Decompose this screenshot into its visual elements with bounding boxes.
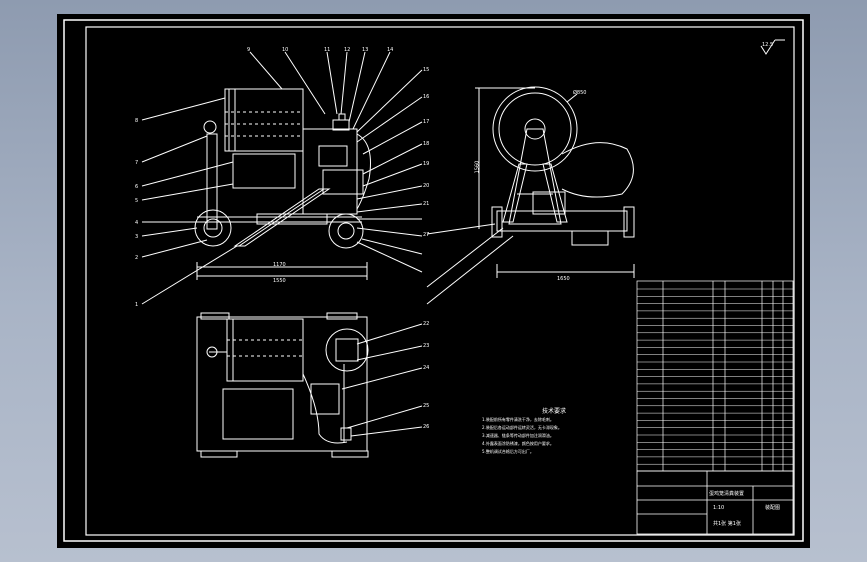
part-number-label: 1: [135, 302, 139, 308]
part-number-label: 9: [247, 47, 251, 53]
part-number-label: 20: [423, 183, 430, 189]
dim-end-height: 1560: [474, 160, 481, 174]
part-number-label: 13: [362, 47, 369, 53]
drawing-name: 蛋鸡笼清粪装置: [709, 491, 745, 497]
part-number-label: 8: [135, 118, 139, 124]
part-number-label: 26: [423, 424, 430, 430]
part-number-label: 22: [423, 321, 430, 327]
part-number-label: 27: [423, 232, 430, 238]
side-view: [141, 51, 423, 305]
bom-rows: [637, 288, 793, 465]
roughness-value: 12.5: [762, 42, 774, 48]
part-number-label: 2: [135, 255, 139, 261]
sheet-count: 共1张 第1张: [713, 521, 741, 527]
plan-view: [196, 312, 423, 458]
dim-end-width: 1650: [557, 276, 570, 282]
end-view: [426, 86, 635, 305]
part-number-label: 4: [135, 220, 139, 226]
part-number-label: 11: [324, 47, 331, 53]
inner-border: [85, 26, 795, 536]
tech-requirements-title: 技术要求: [542, 408, 567, 415]
part-number-label: 25: [423, 403, 430, 409]
title-block: [636, 470, 794, 535]
drawing-type: 装配图: [765, 505, 781, 511]
roughness-symbol: [760, 39, 785, 55]
part-number-label: 3: [135, 234, 139, 240]
part-number-label: 21: [423, 201, 430, 207]
tech-req-3: 3.减速器、链条等传动部件加注润滑油。: [482, 433, 554, 438]
drawing-scale: 1:10: [713, 505, 725, 511]
part-number-label: 7: [135, 160, 139, 166]
dim-drum-diameter: Ø850: [573, 90, 587, 96]
part-number-label: 14: [387, 47, 394, 53]
part-number-label: 23: [423, 343, 430, 349]
part-number-label: 18: [423, 141, 430, 147]
tech-req-4: 4.外露表面涂防锈漆，颜色按用户要求。: [482, 441, 554, 446]
part-number-label: 6: [135, 184, 139, 190]
part-number-label: 16: [423, 94, 430, 100]
engineering-drawing: [63, 19, 804, 542]
tech-requirements: 1.装配前所有零件清洗干净，去除毛刺。 2.装配后各运动部件运转灵活，无卡滞现象…: [482, 416, 562, 456]
part-number-label: 5: [135, 198, 139, 204]
part-number-label: 19: [423, 161, 430, 167]
part-number-label: 15: [423, 67, 430, 73]
part-number-label: 12: [344, 47, 351, 53]
tech-req-5: 5.整机调试合格后方可出厂。: [482, 449, 534, 454]
part-number-label: 17: [423, 119, 430, 125]
outer-border: [63, 19, 804, 542]
part-number-label: 24: [423, 365, 430, 371]
tech-req-1: 1.装配前所有零件清洗干净，去除毛刺。: [482, 417, 554, 422]
dim-base-width: 1550: [273, 278, 286, 284]
dim-overall-width: 1170: [273, 262, 286, 268]
cad-viewport[interactable]: 12.5 1170 1550 1560 1650 Ø850 技术要求 1.装配前…: [57, 14, 810, 548]
tech-req-2: 2.装配后各运动部件运转灵活，无卡滞现象。: [482, 425, 562, 430]
part-number-label: 10: [282, 47, 289, 53]
